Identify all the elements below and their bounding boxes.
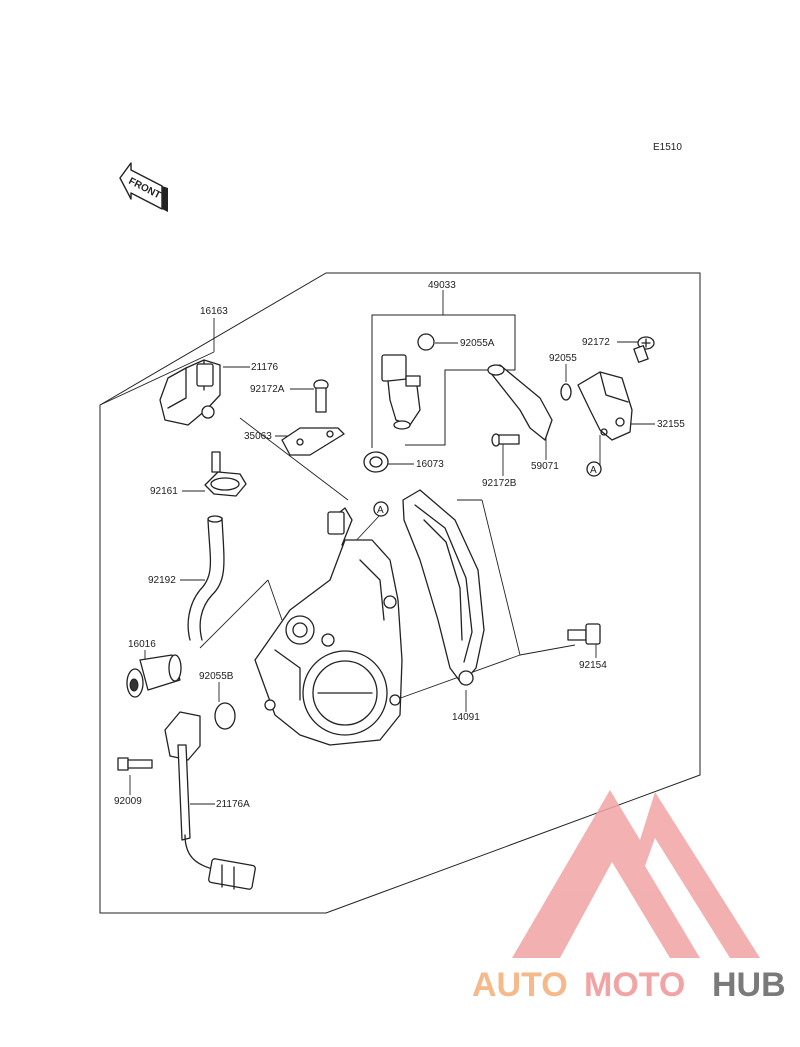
hose-92192 bbox=[187, 515, 225, 641]
injector-subframe bbox=[371, 314, 516, 448]
diagram-code: E1510 bbox=[653, 142, 682, 153]
watermark-text-auto: AUTO bbox=[472, 966, 568, 1004]
part-label-16016: 16016 bbox=[128, 639, 156, 650]
bracket-35063 bbox=[281, 427, 345, 456]
part-label-92192: 92192 bbox=[148, 575, 176, 586]
callout-a-throttle: A bbox=[373, 501, 389, 517]
oring-92055B bbox=[214, 702, 236, 730]
part-label-92009: 92009 bbox=[114, 796, 142, 807]
part-label-92055: 92055 bbox=[549, 353, 577, 364]
part-label-92172B: 92172B bbox=[482, 478, 517, 489]
screw-92172A bbox=[313, 379, 329, 413]
part-label-92172A: 92172A bbox=[250, 384, 285, 395]
front-arrow-icon: FRONT bbox=[119, 162, 168, 212]
pipe-59071 bbox=[487, 364, 553, 441]
part-label-21176: 21176 bbox=[251, 362, 279, 373]
injector-49033 bbox=[381, 354, 421, 430]
sensor-21176 bbox=[159, 359, 221, 426]
watermark-logo-mark bbox=[512, 790, 760, 958]
seal-16073 bbox=[363, 451, 389, 473]
part-label-49033: 49033 bbox=[428, 280, 456, 291]
screw-92172 bbox=[633, 336, 655, 363]
part-label-92161: 92161 bbox=[150, 486, 178, 497]
oring-92055A bbox=[417, 333, 435, 351]
part-label-32155: 32155 bbox=[657, 419, 685, 430]
joint-92161 bbox=[204, 451, 247, 497]
part-label-14091: 14091 bbox=[452, 712, 480, 723]
watermark-text: AUTO MOTO HUB bbox=[472, 966, 786, 1004]
screw-92172B bbox=[491, 433, 520, 447]
sensor-21176A bbox=[164, 711, 256, 890]
part-label-92055B: 92055B bbox=[199, 671, 234, 682]
callout-letter: A bbox=[590, 465, 597, 476]
part-label-35063: 35063 bbox=[244, 431, 272, 442]
part-label-92154: 92154 bbox=[579, 660, 607, 671]
callout-a-housing: A bbox=[586, 461, 602, 477]
part-label-16073: 16073 bbox=[416, 459, 444, 470]
bolt-92009 bbox=[117, 757, 153, 771]
part-label-16163: 16163 bbox=[200, 306, 228, 317]
watermark-text-moto: MOTO bbox=[584, 966, 685, 1004]
part-label-92172: 92172 bbox=[582, 337, 610, 348]
part-label-21176A: 21176A bbox=[216, 799, 250, 810]
oring-92055 bbox=[560, 383, 572, 401]
bolt-92154 bbox=[567, 623, 601, 645]
part-label-59071: 59071 bbox=[531, 461, 559, 472]
housing-32155 bbox=[577, 371, 633, 441]
valve-16016 bbox=[126, 654, 182, 698]
part-label-92055A: 92055A bbox=[460, 338, 495, 349]
assembly-frame bbox=[99, 272, 701, 914]
watermark-text-hub: HUB bbox=[712, 966, 786, 1004]
callout-letter: A bbox=[377, 505, 384, 516]
watermark-logo bbox=[512, 790, 760, 958]
throttle-body bbox=[254, 507, 403, 746]
cover-14091 bbox=[402, 489, 485, 686]
